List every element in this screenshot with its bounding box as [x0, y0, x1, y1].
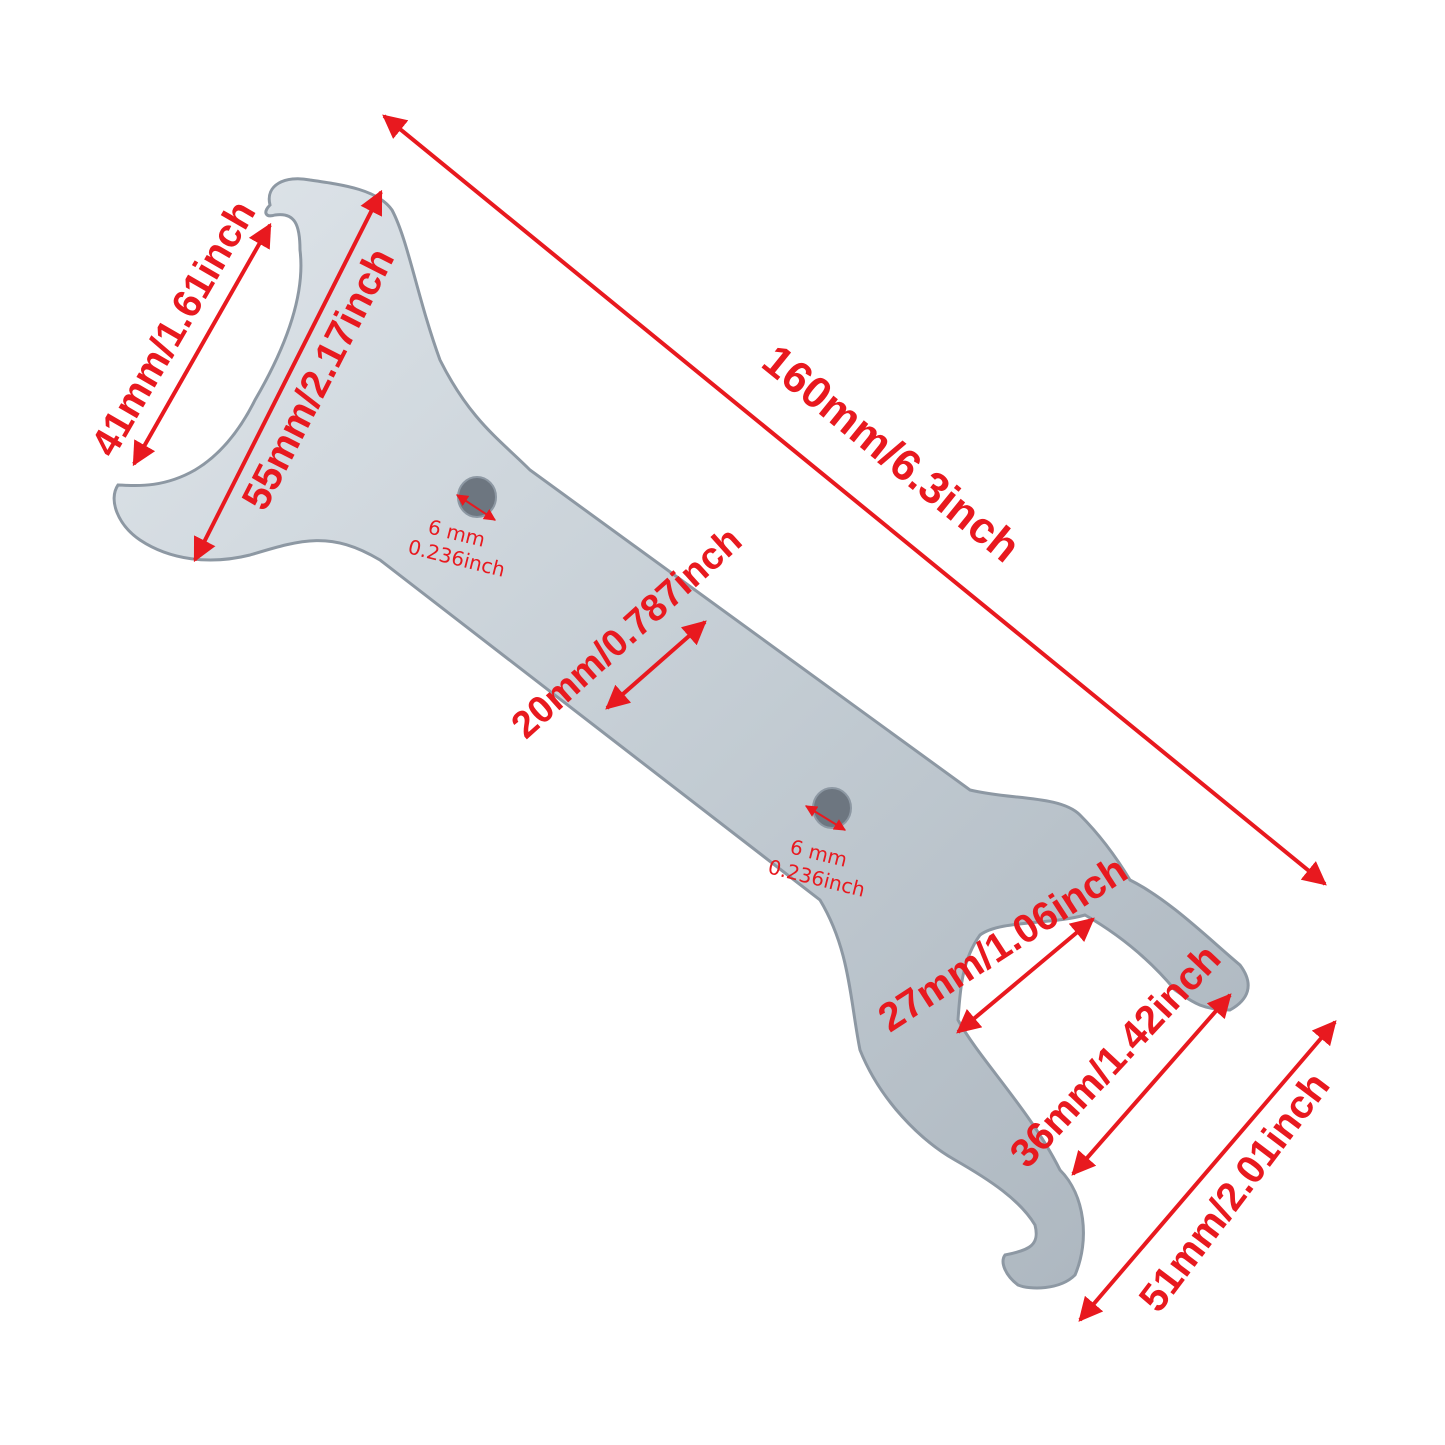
- hole-top: [457, 476, 497, 518]
- bottom-inner-jaw-arrow: [956, 917, 1095, 1034]
- hole-bottom-arrow: [804, 805, 847, 831]
- bottom-outer-jaw-arrow: [1078, 1020, 1337, 1322]
- top-jaw-opening-label: 41mm/1.61inch: [83, 193, 265, 463]
- hole-top-arrow: [455, 494, 497, 521]
- dimension-lines: [132, 114, 1337, 1322]
- top-jaw-outer-arrow: [193, 189, 383, 563]
- bottom-outer-jaw-label: 51mm/2.01inch: [1131, 1064, 1339, 1320]
- overall-length-label: 160mm/6.3inch: [753, 335, 1029, 572]
- overall-length-arrow: [382, 114, 1327, 886]
- bottom-mid-jaw-label: 36mm/1.42inch: [1002, 936, 1230, 1176]
- handle-width-arrow: [605, 620, 707, 710]
